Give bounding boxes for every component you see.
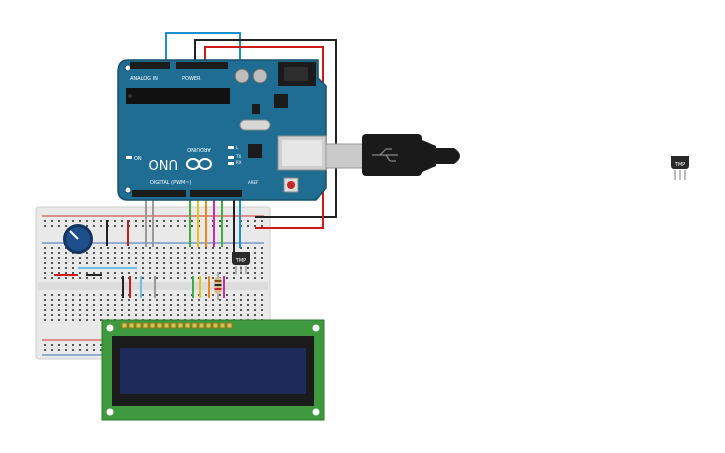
lcd-display[interactable] — [101, 319, 325, 421]
brand-label: ARDUINO — [187, 146, 211, 152]
wire-red-5v — [204, 46, 324, 229]
svg-text:L: L — [236, 145, 239, 150]
temperature-sensor-standalone[interactable]: TMP — [671, 156, 689, 180]
svg-text:RX: RX — [236, 160, 242, 165]
digital-label: DIGITAL (PWM~) — [150, 180, 192, 186]
arduino-logo-icon: UNO ARDUINO — [149, 146, 212, 171]
power-label: POWER — [182, 76, 201, 82]
usb-cable[interactable] — [325, 134, 460, 176]
uno-label: UNO — [149, 156, 178, 171]
temperature-sensor-breadboard[interactable]: TMP — [232, 252, 250, 274]
resistor[interactable] — [214, 272, 222, 300]
sensor-label: TMP — [235, 258, 246, 264]
analog-in-label: ANALOG IN — [130, 76, 158, 82]
sensor-standalone-label: TMP — [674, 162, 685, 168]
wire-black-gnd — [194, 39, 337, 218]
lcd-pin-header — [121, 322, 233, 329]
arduino-uno-board[interactable]: ANALOG IN POWER DIGITAL (PWM~) AREF TX R… — [117, 59, 327, 201]
wires — [54, 32, 337, 298]
usb-icon — [372, 148, 398, 162]
svg-text:TX: TX — [235, 154, 241, 159]
aref-label: AREF — [248, 180, 259, 185]
on-label: ON — [134, 156, 142, 162]
potentiometer[interactable] — [63, 224, 93, 254]
lcd-screen — [120, 348, 306, 394]
